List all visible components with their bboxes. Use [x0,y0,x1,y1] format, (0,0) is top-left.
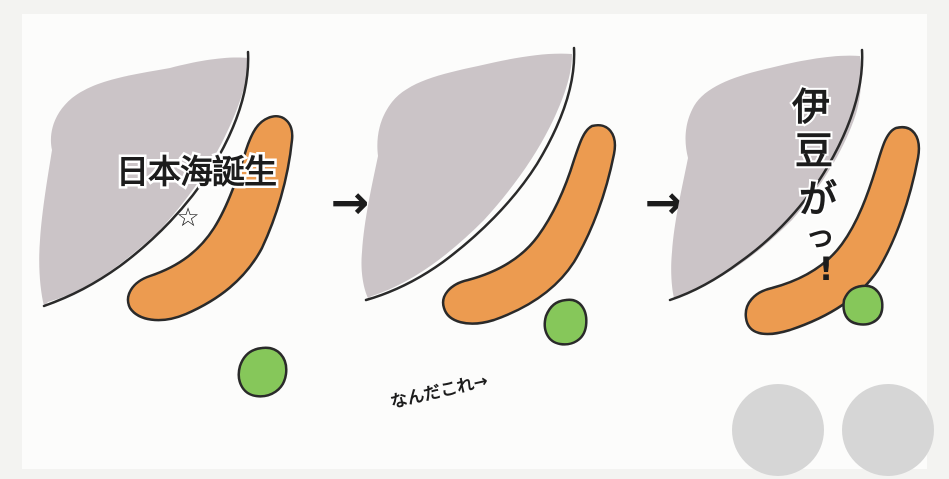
continent-coastline [364,46,576,302]
caption-char: ! [819,250,834,288]
star-icon: ☆ [176,203,199,233]
izu-peninsula [237,346,288,398]
caption-char: が [799,177,837,221]
continent-landmass [39,57,248,307]
izu-peninsula [842,284,884,326]
caption-sea-of-japan-birth: 日本海誕生 [116,152,276,191]
continent-coastline [42,50,250,308]
caption-char: っ [805,219,835,254]
japan-arc [744,125,921,336]
continent-landmass [671,55,862,299]
caption-char: 豆 [795,129,833,173]
gray-circle-icon [732,384,824,476]
panel-3: 伊 豆 が っ ! [668,48,921,336]
gray-circle-icon [842,384,934,476]
right-arrow-icon: → [331,175,370,229]
continent-coastline [668,48,864,302]
izu-peninsula [543,298,588,346]
caption-izu-arrives: 伊 豆 が っ ! [789,83,839,288]
panel-2: なんだこれ→ [361,46,617,413]
japan-arc [126,115,294,322]
japan-arc [441,123,617,325]
continent-landmass [361,53,572,299]
panel-1: 日本海誕生 ☆ [39,50,294,398]
caption-char: 伊 [791,85,830,129]
